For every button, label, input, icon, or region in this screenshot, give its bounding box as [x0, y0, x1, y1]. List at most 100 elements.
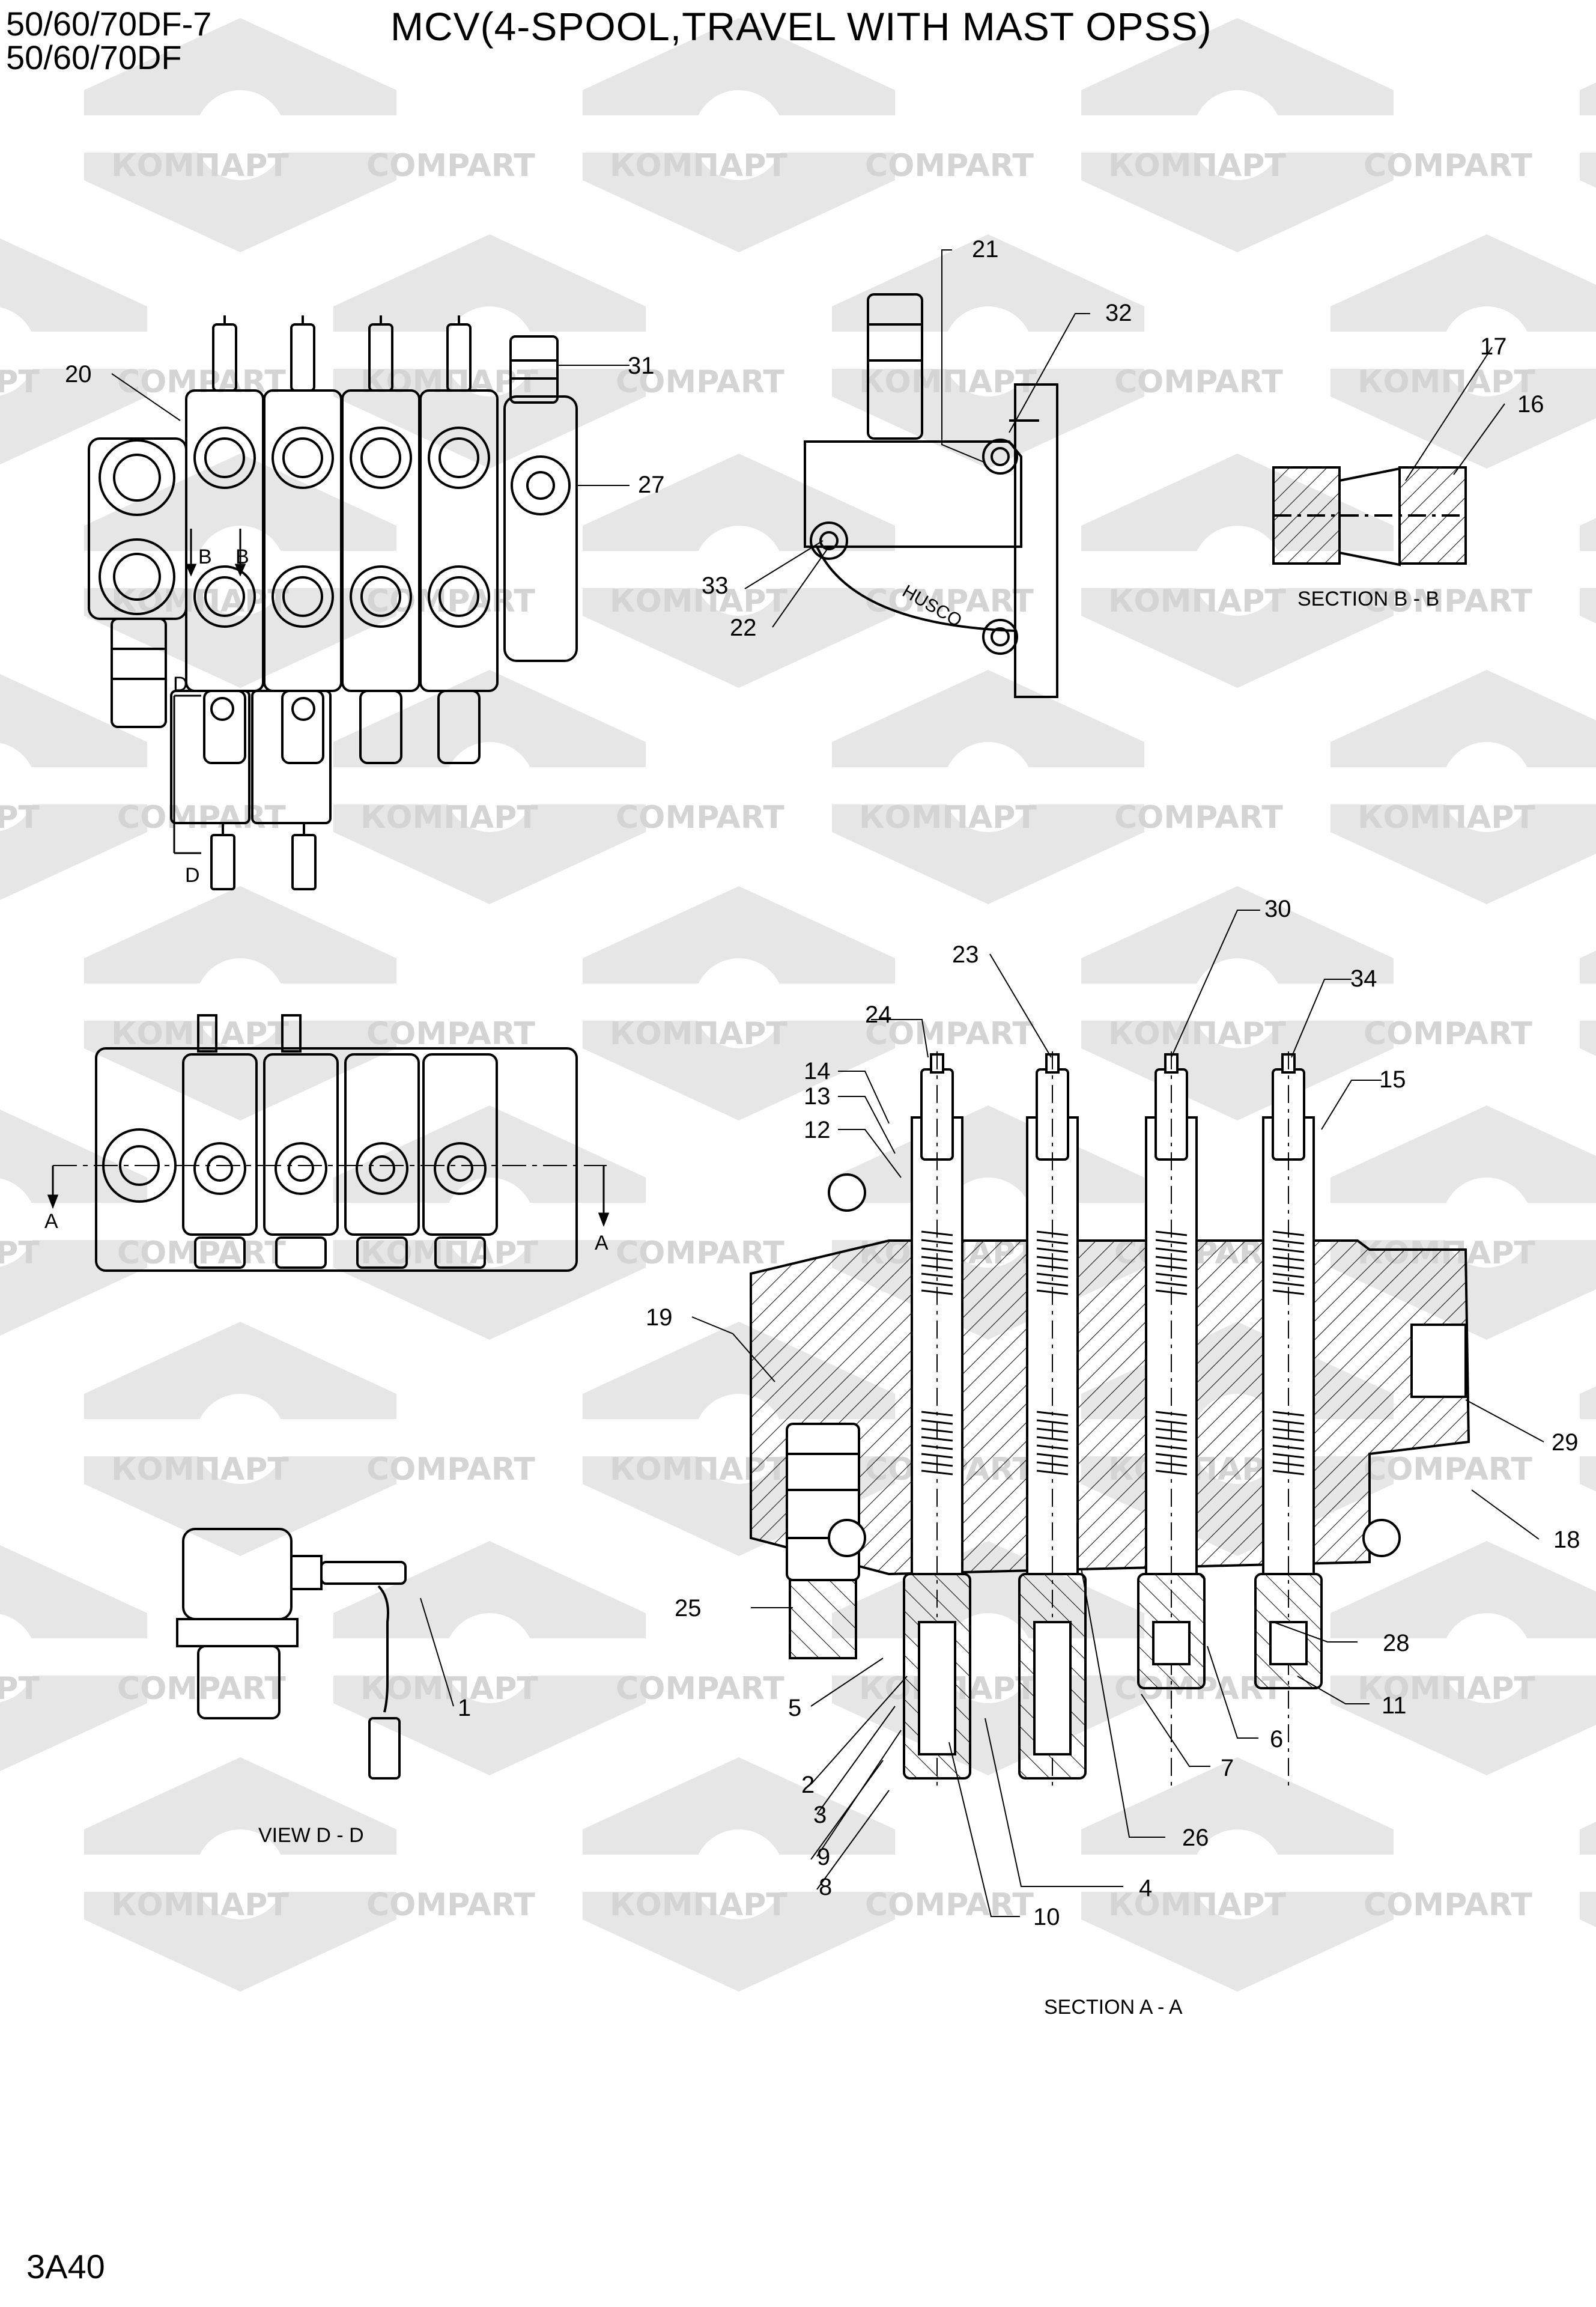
watermark-text: COMPART [366, 1016, 535, 1052]
watermark-emblem [829, 234, 1147, 469]
watermark-text: COMPART [117, 800, 286, 836]
watermark-emblem [81, 1322, 399, 1556]
mark-a-left: A [44, 1210, 58, 1233]
spool-section [419, 315, 499, 764]
watermark-text: COMPART [1364, 148, 1532, 184]
cover-view [804, 293, 1058, 698]
leader-lines [111, 249, 1544, 1917]
watermark-emblem [81, 886, 399, 1120]
watermark-text: COMPART [1364, 1887, 1532, 1923]
watermark-emblem [1078, 1757, 1397, 1992]
watermark-emblem [1078, 18, 1397, 252]
section-marks: B B D D A A [44, 546, 608, 1254]
watermark-text: КОМПАРТ [360, 364, 538, 400]
watermark-text: КОМПАРТ [1108, 583, 1286, 619]
watermark-text: КОМПАРТ [111, 1016, 289, 1052]
callout-29: 29 [1552, 1429, 1579, 1456]
mark-b-left: B [198, 546, 212, 568]
watermark-text: COMPART [1364, 1451, 1532, 1488]
callout-27: 27 [638, 472, 665, 498]
watermark-emblem [0, 1105, 150, 1340]
callout-13: 13 [804, 1083, 831, 1110]
mark-b-right: B [235, 546, 249, 568]
watermark-text: КОМПАРТ [0, 1235, 40, 1271]
watermark-emblem [330, 1541, 649, 1775]
callout-14: 14 [804, 1058, 831, 1084]
watermark-emblem [1577, 18, 1596, 252]
mark-d-top: D [173, 673, 188, 696]
watermark-emblem [0, 234, 150, 469]
callout-25: 25 [675, 1595, 702, 1622]
watermark-text: COMPART [1114, 364, 1283, 400]
watermark-text: COMPART [865, 583, 1034, 619]
watermark-text: COMPART [616, 800, 784, 836]
watermark-text: КОМПАРТ [1108, 1016, 1286, 1052]
watermark-text: COMPART [616, 1235, 784, 1271]
callout-7: 7 [1221, 1755, 1234, 1781]
spool-bore [1137, 1051, 1206, 1790]
watermark-text: КОМПАРТ [610, 1016, 787, 1052]
callout-33: 33 [702, 573, 729, 599]
side-view [53, 1014, 607, 1272]
watermark-text: КОМПАРТ [360, 800, 538, 836]
callout-22: 22 [730, 615, 757, 641]
watermark-emblem [1327, 670, 1596, 904]
callout-23: 23 [952, 941, 979, 968]
watermark-emblem [1577, 454, 1596, 688]
model-line-1: 50/60/70DF-7 [6, 5, 212, 43]
view-dd [176, 1528, 407, 1780]
watermark-text: COMPART [865, 148, 1034, 184]
watermark-emblem [580, 1757, 898, 1992]
watermark-text: COMPART [366, 1887, 535, 1923]
watermark-emblem [1577, 1757, 1596, 1992]
watermark-text: КОМПАРТ [859, 364, 1037, 400]
section-aa [750, 1051, 1470, 1790]
callout-15: 15 [1379, 1066, 1406, 1093]
callout-34: 34 [1350, 965, 1377, 992]
callout-labels: 20 31 27 21 32 33 22 17 16 19 29 18 23 2… [65, 236, 1580, 1930]
callout-3: 3 [813, 1802, 827, 1828]
watermark-emblem [1327, 234, 1596, 469]
watermark-text: КОМПАРТ [111, 1451, 289, 1488]
watermark-text: COMPART [616, 1671, 784, 1707]
watermark-text: КОМПАРТ [111, 148, 289, 184]
spool-section [182, 1053, 258, 1269]
callout-6: 6 [1270, 1726, 1283, 1752]
watermark-emblem [1577, 1322, 1596, 1556]
watermark-text: КОМПАРТ [111, 1887, 289, 1923]
watermark-emblem [1327, 1541, 1596, 1775]
watermark-emblem [829, 670, 1147, 904]
side-view-marks [47, 1166, 610, 1227]
caption-view-dd: VIEW D - D [258, 1824, 364, 1847]
callout-19: 19 [646, 1304, 673, 1331]
watermark-text: COMPART [117, 1671, 286, 1707]
watermark-text: КОМПАРТ [0, 800, 40, 836]
watermark-text: COMPART [865, 1016, 1034, 1052]
callout-9: 9 [817, 1844, 830, 1870]
watermark-text: КОМПАРТ [1358, 364, 1535, 400]
watermark-text: КОМПАРТ [1358, 1671, 1535, 1707]
watermark-text: COMPART [1114, 800, 1283, 836]
callout-26: 26 [1182, 1825, 1209, 1851]
callout-2: 2 [801, 1772, 815, 1798]
callout-17: 17 [1480, 333, 1507, 360]
watermark-emblem [829, 1541, 1147, 1775]
spool-bore [903, 1051, 971, 1790]
view-captions: SECTION B - B VIEW D - D SECTION A - A [258, 588, 1439, 2019]
watermark-text: COMPART [117, 1235, 286, 1271]
top-view-marks [173, 529, 246, 854]
callout-8: 8 [819, 1874, 832, 1900]
caption-section-aa: SECTION A - A [1044, 1996, 1183, 2019]
model-line-2: 50/60/70DF [6, 38, 182, 76]
callout-1: 1 [458, 1695, 471, 1721]
callout-20: 20 [65, 361, 92, 388]
watermark-text: COMPART [366, 1451, 535, 1488]
watermark-text: КОМПАРТ [1108, 148, 1286, 184]
callout-18: 18 [1553, 1527, 1580, 1553]
callout-4: 4 [1139, 1875, 1152, 1901]
callout-31: 31 [628, 353, 655, 379]
page-code: 3A40 [26, 2248, 105, 2285]
callout-12: 12 [804, 1117, 831, 1143]
